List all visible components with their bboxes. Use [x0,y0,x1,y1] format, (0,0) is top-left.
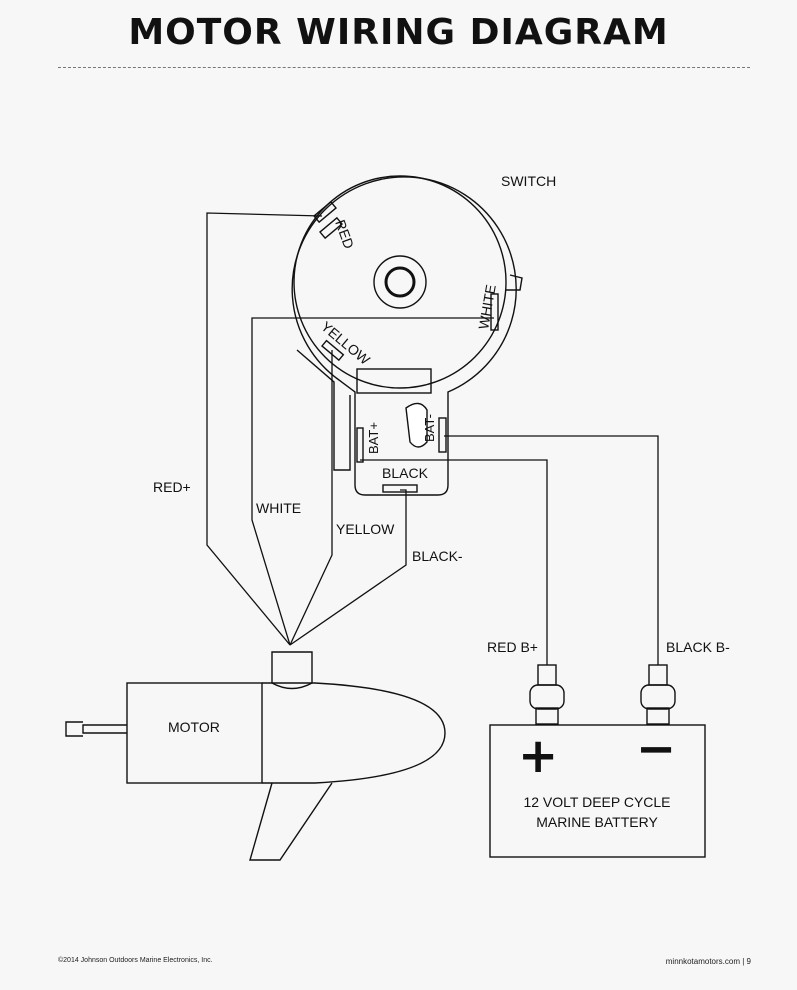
bat-plus-label: BAT+ [366,422,381,454]
bat-minus-post [438,417,447,453]
page-title: MOTOR WIRING DIAGRAM [128,12,669,53]
black-b-minus-label: BLACK B- [666,639,730,655]
yellow-label: YELLOW [336,521,395,537]
footer-separator: | [742,957,745,966]
clip-body-neg [640,684,676,710]
switch-shaft-inner [384,266,416,298]
footer-copyright: ©2014 Johnson Outdoors Marine Electronic… [58,957,213,964]
black-minus-label: BLACK- [412,548,463,564]
white-terminal [490,293,499,331]
yellow-terminal-label: YELLOW [318,318,374,368]
yellow-wire-sleeve [296,349,351,471]
clip-wire-neg [648,664,668,686]
red-b-plus-label: RED B+ [487,639,538,655]
footer-right: minnkotamotors.com | 9 [666,957,751,966]
footer-site: minnkotamotors.com [665,957,740,966]
red-plus-label: RED+ [153,479,191,495]
bat-minus-label: BAT- [422,414,437,442]
white-wire [251,317,494,646]
battery-body [489,724,706,858]
motor-shaft [82,724,127,734]
battery-plus-symbol: + [518,728,558,784]
clip-wire-pos [537,664,557,686]
clip-body-pos [529,684,565,710]
post-neg [646,707,670,725]
red-terminal [313,200,343,240]
footer-page-number: 9 [746,957,751,966]
white-label: WHITE [256,500,301,516]
shaft-collar [271,651,313,690]
skeg-fin [249,782,333,861]
switch-label-plate [356,368,432,394]
black-wire [289,489,407,646]
post-pos [535,707,559,725]
switch-shaft-outer [373,255,427,309]
title-divider [58,67,750,68]
battery-assembly [489,664,706,858]
switch-label: SWITCH [501,173,556,189]
motor-shaft-cap [65,721,83,737]
bat-minus-terminal [405,402,428,448]
switch-inner-ring [293,175,507,389]
battery-text-line2: MARINE BATTERY [536,814,658,830]
motor-label: MOTOR [168,719,220,735]
black-terminal [382,484,418,493]
battery-minus-symbol: − [636,721,676,777]
red-terminal-label: RED [332,218,357,251]
black-terminal-label: BLACK [382,465,429,481]
white-terminal-label: WHITE [475,283,499,330]
motor-assembly [65,651,446,861]
black-b-wire [444,435,659,665]
battery-text-line1: 12 VOLT DEEP CYCLE [523,794,670,810]
lower-unit-nose [262,682,446,784]
red-wire [206,212,323,646]
bat-plus-terminal [356,427,364,463]
yellow-wire [289,350,333,646]
switch-side-tab [506,274,523,291]
yellow-terminal [321,339,345,362]
red-b-wire [360,459,548,665]
